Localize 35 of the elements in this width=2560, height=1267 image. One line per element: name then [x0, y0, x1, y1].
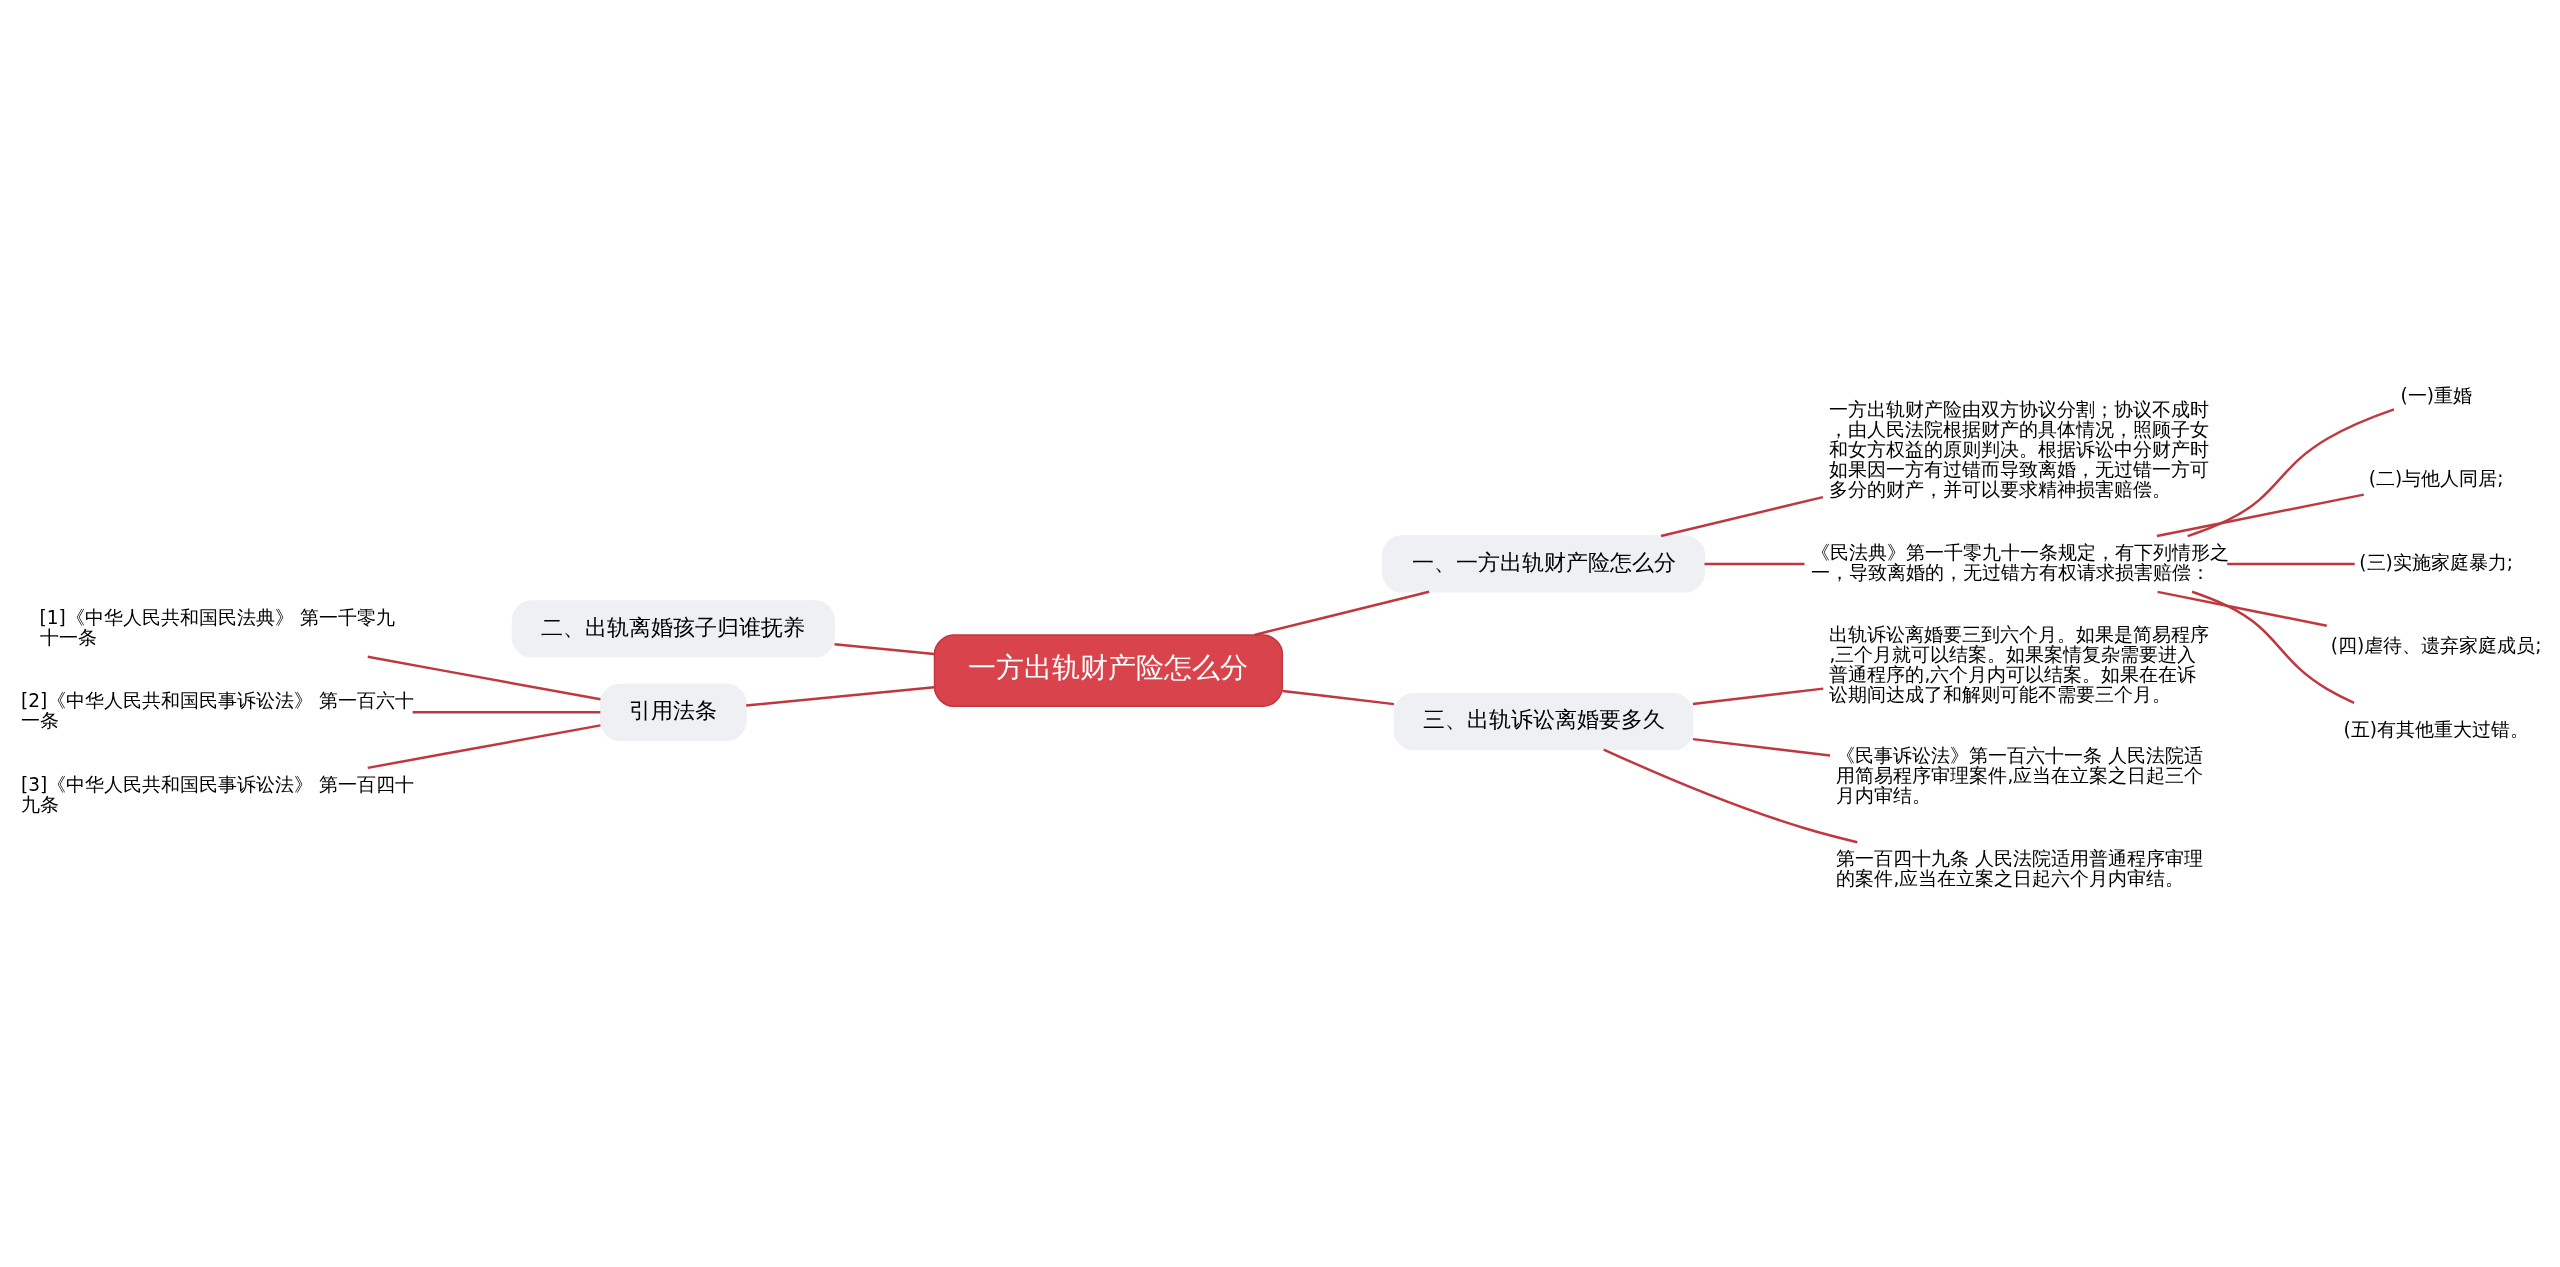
connector — [1692, 687, 1824, 706]
node-text: 《民事诉讼法》第一百六十一条 人民法院适用简易程序审理案件,应当在立案之日起三个月内审结。 — [1836, 744, 2204, 807]
connector — [2227, 562, 2355, 566]
node-text: 出轨诉讼离婚要三到六个月。如果是简易程序,三个月就可以结案。如果案情复杂需要进入普通程序的,六个月内可以结案。如果在在诉讼期间达成了和解则可能不需要三个月。 — [1829, 623, 2210, 705]
node-text: (一)重婚 — [2400, 384, 2472, 406]
node-text: [2]《中华人民共和国民事诉讼法》 第一百六十一条 — [21, 690, 415, 732]
node-text: 《民法典》第一千零九十一条规定，有下列情形之一，导致离婚的，无过错方有权请求损害赔偿： — [1810, 541, 2229, 583]
connector — [1704, 562, 1805, 566]
connector — [412, 711, 601, 714]
connector — [2187, 408, 2395, 538]
node-box: 二、出轨离婚孩子归谁抚养 — [511, 600, 835, 658]
connector — [2191, 590, 2355, 705]
node-text: (三)实施家庭暴力; — [2359, 551, 2514, 573]
connector — [367, 655, 601, 701]
connector — [1692, 737, 1831, 757]
connector — [1660, 495, 1824, 538]
node-box: 一、一方出轨财产险怎么分 — [1382, 535, 1706, 593]
node-text: (四)虐待、遗弃家庭成员; — [2330, 635, 2542, 657]
node-text: 第一百四十九条 人民法院适用普通程序审理的案件,应当在立案之日起六个月内审结。 — [1836, 847, 2204, 889]
node-text: [3]《中华人民共和国民事诉讼法》 第一百四十九条 — [21, 773, 415, 815]
node-text: 一方出轨财产险由双方协议分割；协议不成时，由人民法院根据财产的具体情况，照顾子女和女方权益的原则判决。根据诉讼中分财产时如果因一方有过错而导致离婚，无过错一方可多分的财产，并可以要求精神损害赔偿。 — [1829, 398, 2210, 501]
node-text: (二)与他人同居; — [2368, 468, 2504, 490]
connector — [2157, 590, 2327, 627]
node-text: [1]《中华人民共和国民法典》 第一千零九十一条 — [39, 606, 395, 648]
node-text: (五)有其他重大过错。 — [2343, 718, 2529, 740]
node-box: 一方出轨财产险怎么分 — [933, 634, 1284, 707]
connector — [1282, 689, 1395, 706]
connector — [834, 643, 935, 656]
connector — [367, 724, 601, 770]
node-box: 引用法条 — [599, 683, 747, 741]
connector — [1603, 748, 1858, 844]
connector — [1254, 590, 1430, 637]
node-box: 三、出轨诉讼离婚要多久 — [1393, 693, 1694, 751]
connector — [746, 686, 935, 707]
connector — [2156, 493, 2364, 538]
